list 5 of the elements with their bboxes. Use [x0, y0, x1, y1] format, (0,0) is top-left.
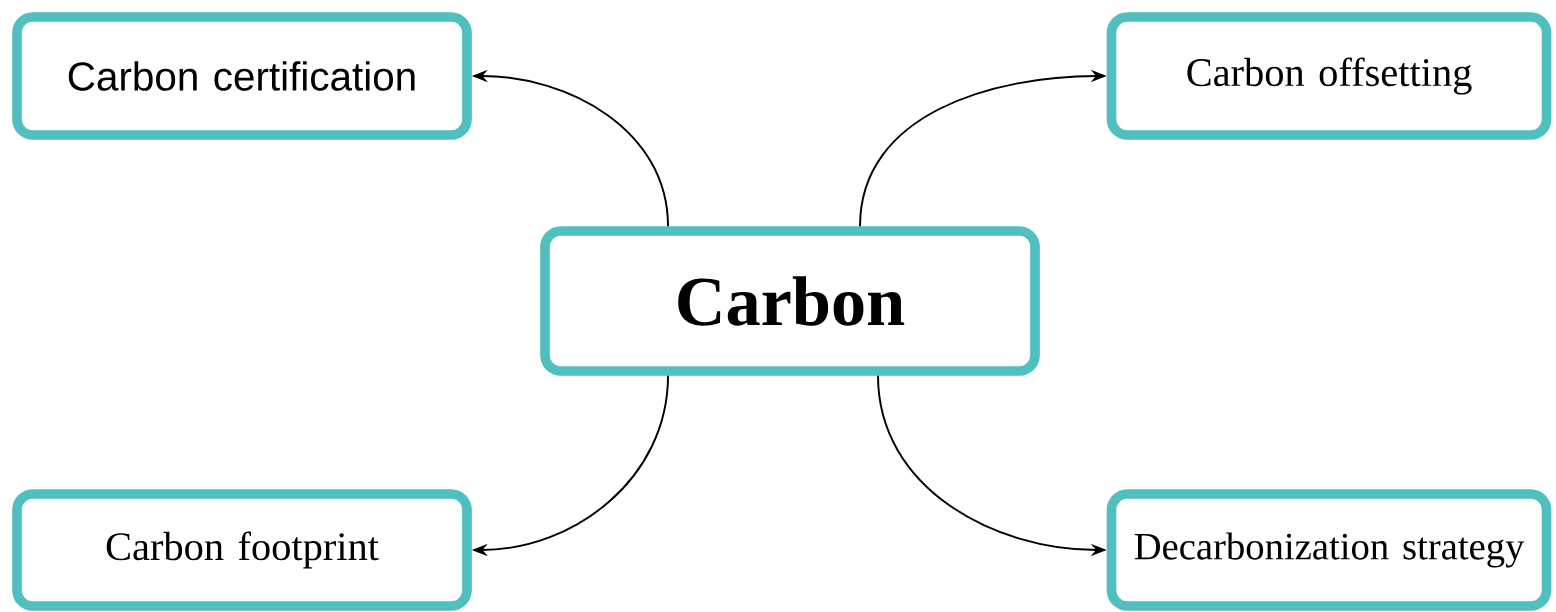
topic-box: Carbon offsetting: [1106, 12, 1552, 140]
topic-box: Carbon: [540, 226, 1040, 376]
topic-box: Decarbonization strategy: [1106, 489, 1552, 611]
topic-box: Carbon certification: [12, 12, 472, 140]
topic-box: Carbon footprint: [12, 489, 472, 611]
